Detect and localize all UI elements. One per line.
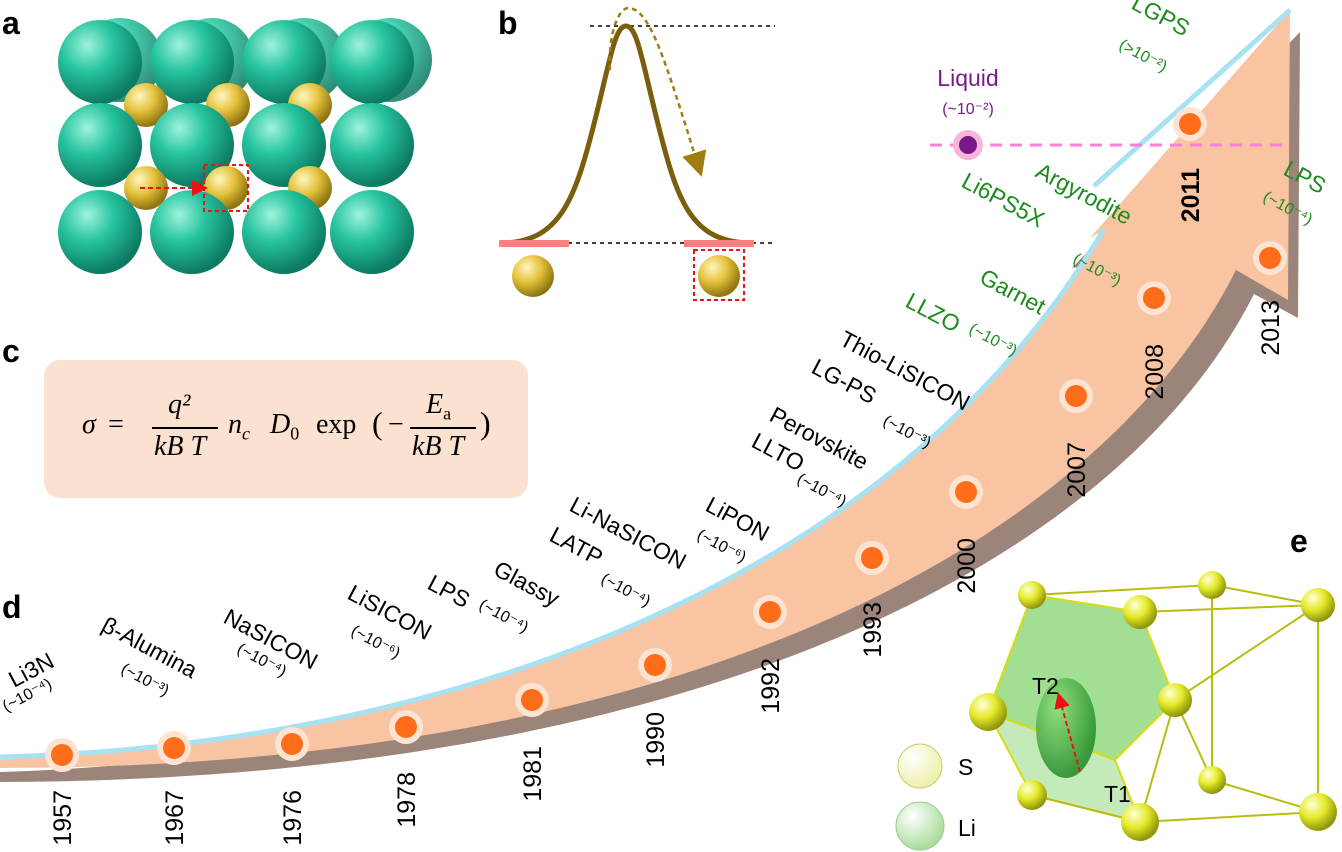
conductivity-equation: σ = q² kB T nc D0 exp ( − Ea kB T ) [70, 385, 510, 475]
timeline-name: LGPS [1128, 0, 1194, 41]
timeline-year: 2007 [1063, 442, 1091, 498]
panel-label-a: a [2, 5, 20, 41]
timeline-name-secondary: LLZO [902, 287, 965, 337]
eq-lparen: ( [372, 405, 383, 441]
timeline-name-secondary: Glassy [490, 555, 565, 611]
timeline-dot [861, 547, 883, 569]
t2-label: T2 [1032, 673, 1059, 699]
eq-ea-sub: a [443, 403, 452, 424]
eq-ea: E [426, 389, 444, 420]
timeline-year: 2013 [1257, 300, 1285, 356]
timeline-year: 1967 [161, 790, 189, 846]
timeline-conductivity: (~10⁻⁴) [598, 571, 653, 611]
timeline-name: Argyrodite [1032, 157, 1137, 229]
timeline-dot [163, 737, 185, 759]
liquid-dot [959, 136, 977, 154]
timeline-year: 2008 [1141, 344, 1169, 400]
timeline-dot [955, 481, 977, 503]
panel-label-c: c [2, 333, 20, 369]
eq-q2: q² [168, 389, 191, 420]
timeline-dot [1065, 385, 1087, 407]
eq-minus: − [388, 409, 404, 440]
timeline-year: 1978 [393, 772, 421, 828]
timeline-conductivity: (~10⁻⁴) [476, 597, 531, 637]
timeline-year: 1990 [642, 712, 670, 768]
timeline-dot [644, 654, 666, 676]
timeline-year: 1957 [49, 790, 77, 846]
energy-barrier-diagram [499, 6, 775, 301]
eq-nc: n [228, 409, 242, 440]
timeline-dot [759, 601, 781, 623]
t1-label: T1 [1104, 781, 1131, 807]
timeline-year: 2000 [953, 538, 981, 594]
eq-kbt-1: kB T [154, 431, 207, 462]
lattice-diagram [58, 18, 432, 274]
panel-label-d: d [2, 589, 22, 625]
timeline-dot [395, 716, 417, 738]
timeline-year: 1992 [757, 658, 785, 714]
eq-equals: = [108, 409, 124, 440]
eq-sigma: σ [82, 409, 96, 440]
legend-s-label: S [958, 754, 973, 780]
polyhedra-diagram: T2 T1 S Li [895, 571, 1337, 851]
timeline-dot [51, 744, 73, 766]
eq-d0-sub: 0 [290, 423, 300, 444]
timeline-year: 2011 [1177, 168, 1205, 222]
timeline-dot [1179, 113, 1201, 135]
timeline-year: 1993 [859, 602, 887, 658]
timeline-dot [521, 689, 543, 711]
timeline-year: 1976 [279, 790, 307, 846]
formula-box [44, 360, 528, 498]
timeline-dot [281, 733, 303, 755]
liquid-conductivity: (~10⁻²) [942, 101, 994, 118]
liquid-label: Liquid [937, 65, 998, 91]
timeline-name: Garnet [976, 263, 1051, 319]
eq-nc-sub: c [242, 423, 250, 444]
timeline-dot [1259, 247, 1281, 269]
timeline-name: LPS [424, 569, 475, 612]
eq-exp: exp [316, 409, 357, 440]
timeline-year: 1981 [519, 746, 547, 802]
eq-kbt-2: kB T [412, 431, 465, 462]
timeline-dot [1143, 287, 1165, 309]
legend-li-label: Li [958, 815, 976, 841]
panel-label-e: e [1290, 523, 1308, 559]
timeline-conductivity: (~10⁻³) [880, 413, 934, 452]
timeline-conductivity: (~10⁻⁴) [794, 471, 849, 511]
panel-label-b: b [498, 5, 518, 41]
timeline-conductivity: (>10⁻²) [1116, 37, 1170, 76]
eq-rparen: ) [480, 405, 491, 441]
timeline-conductivity: (~10⁻³) [966, 321, 1020, 360]
eq-d0: D [270, 409, 291, 440]
